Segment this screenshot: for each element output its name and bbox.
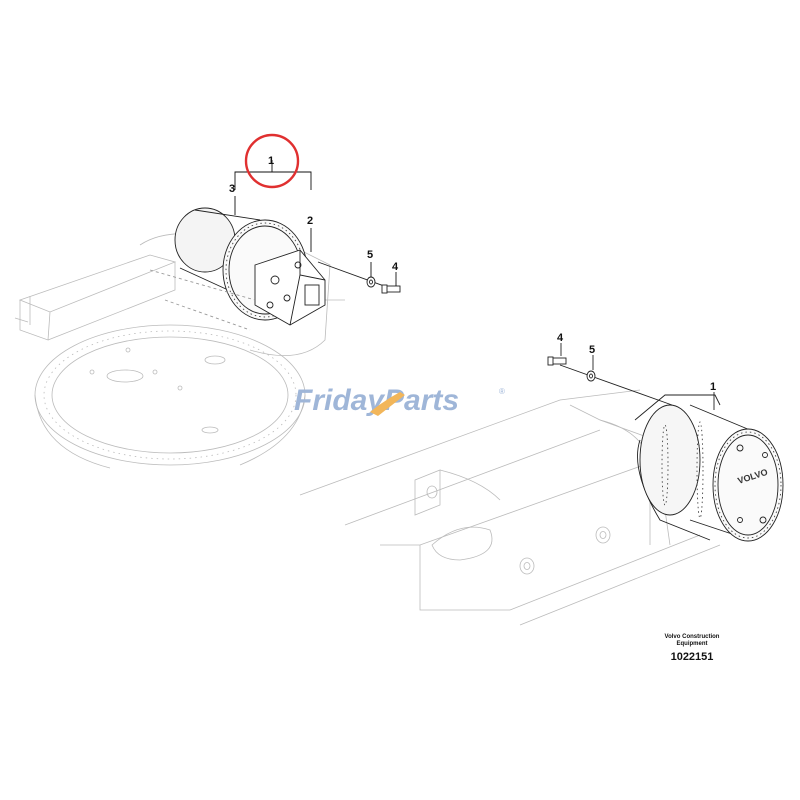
- highlight-circle: [244, 133, 300, 189]
- right-fasteners: [547, 343, 715, 410]
- figure-caption: Volvo Construction Equipment 1022151: [665, 634, 720, 663]
- top-callout-bracket: [234, 160, 397, 286]
- top-fasteners: [317, 261, 401, 294]
- watermark-swoosh-icon: [370, 392, 405, 416]
- callout-top-part-5: 5: [367, 249, 373, 261]
- upper-frame-drawing: [14, 233, 345, 469]
- svg-text:FridayParts: FridayParts: [294, 384, 459, 417]
- watermark-trademark: ®: [499, 387, 505, 396]
- callout-top-assembly: 1: [268, 155, 274, 167]
- callout-top-part-3: 3: [229, 183, 235, 195]
- watermark-logo: FridayParts ®: [294, 384, 505, 417]
- lower-frame-drawing: [299, 389, 721, 626]
- right-final-drive-motor: [634, 394, 784, 542]
- callout-top-part-2: 2: [307, 215, 313, 227]
- callout-right-assembly: 1: [710, 381, 716, 393]
- callout-right-part-5: 5: [589, 344, 595, 356]
- caption-brand-line2: Equipment: [677, 641, 708, 647]
- callout-top-part-4: 4: [392, 261, 399, 273]
- top-final-drive-motor: [149, 207, 326, 331]
- ring-bolt-pattern: [43, 330, 297, 460]
- caption-figure-number: 1022151: [671, 651, 714, 663]
- caption-brand-line1: Volvo Construction: [665, 634, 720, 640]
- watermark-part1: Friday: [294, 384, 385, 417]
- callout-right-part-4: 4: [557, 332, 564, 344]
